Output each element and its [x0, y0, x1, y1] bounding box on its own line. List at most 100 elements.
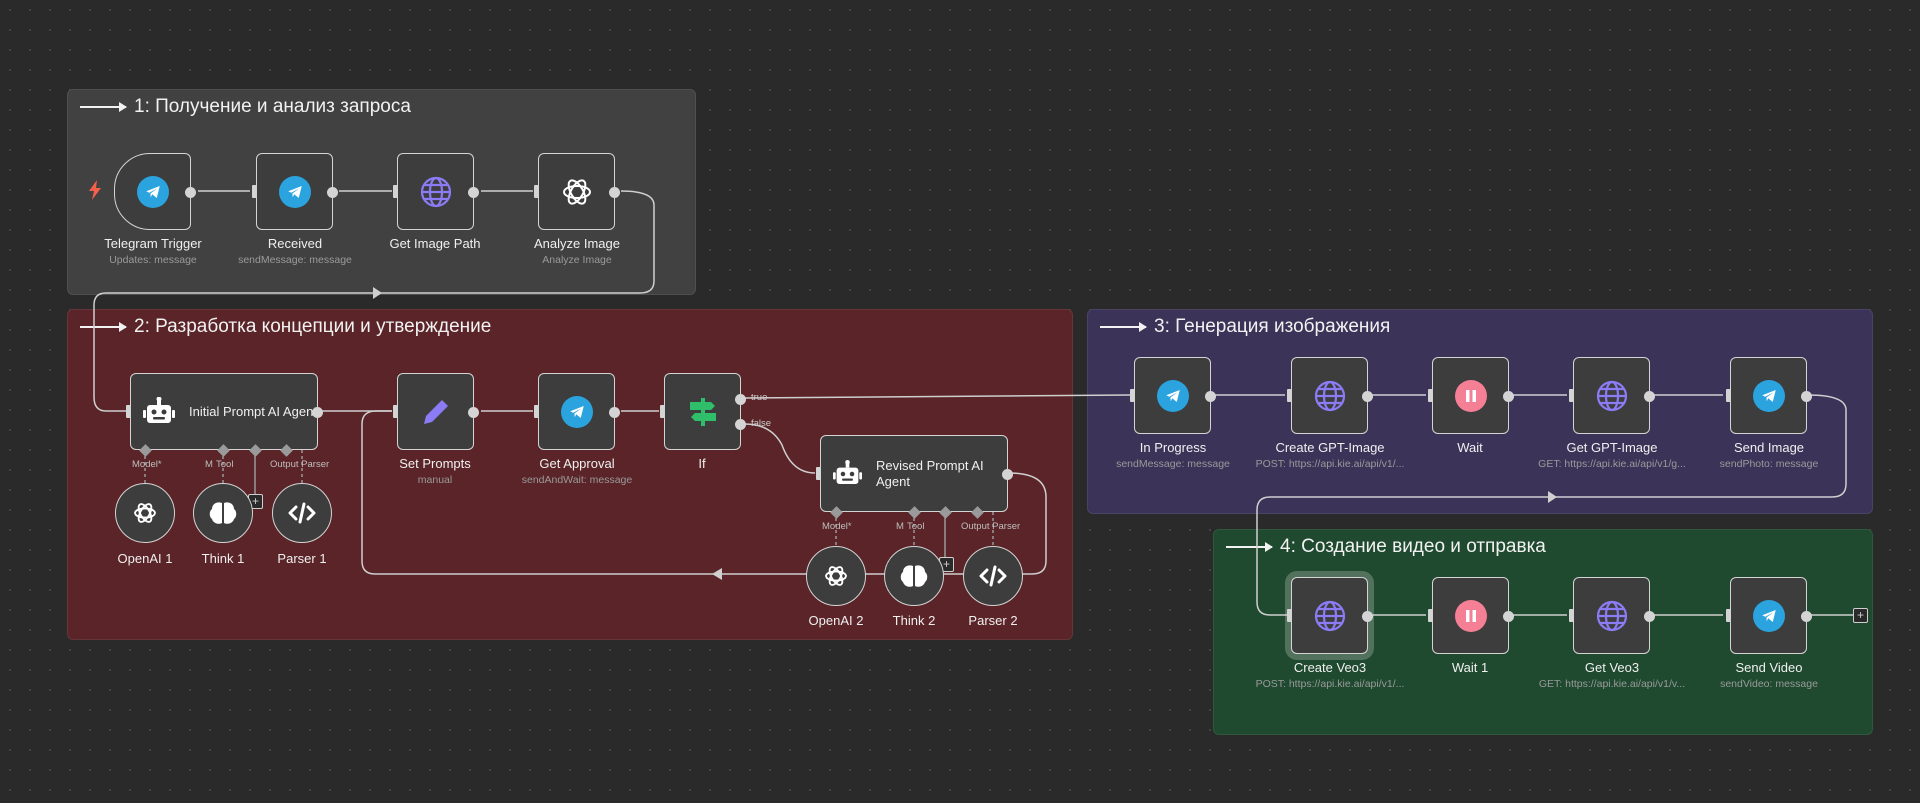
group-1-title: 1: Получение и анализ запроса	[80, 96, 411, 118]
output-port[interactable]	[1205, 391, 1216, 402]
input-port[interactable]	[1287, 609, 1292, 622]
input-port[interactable]	[1428, 389, 1433, 402]
input-port[interactable]	[252, 185, 257, 198]
output-port[interactable]	[1801, 391, 1812, 402]
node-subtitle: Analyze Image	[542, 254, 612, 266]
node-in-progress[interactable]	[1130, 357, 1216, 434]
openai-icon	[562, 178, 591, 205]
input-port[interactable]	[126, 405, 131, 418]
input-port[interactable]	[534, 405, 539, 418]
node-wait[interactable]	[1428, 357, 1514, 434]
output-port[interactable]	[609, 407, 620, 418]
input-port[interactable]	[393, 405, 398, 418]
input-port[interactable]	[1569, 609, 1574, 622]
node-subtitle: POST: https://api.kie.ai/api/v1/...	[1255, 678, 1405, 690]
port-label-tool: Tool	[216, 459, 234, 470]
node-label: Send Image	[1733, 440, 1805, 455]
node-label: Get Image Path	[389, 236, 481, 251]
node-get-approval[interactable]	[534, 373, 620, 450]
arrowhead-icon	[1548, 491, 1557, 503]
node-get-veo3[interactable]	[1569, 577, 1655, 654]
globe-icon	[420, 176, 451, 207]
node-create-veo3[interactable]	[1287, 577, 1373, 654]
output-port[interactable]	[1503, 611, 1514, 622]
subnode-parser-2[interactable]	[963, 546, 1023, 606]
signpost-icon	[689, 397, 716, 426]
node-label: Get GPT-Image	[1566, 440, 1658, 455]
output-port[interactable]	[609, 187, 620, 198]
add-node-button[interactable]: +	[1853, 608, 1868, 623]
input-port[interactable]	[393, 185, 398, 198]
wire-sendimage-createveo	[1256, 394, 1847, 616]
port-label-output: Output Parser	[961, 521, 1021, 532]
input-port[interactable]	[1569, 389, 1574, 402]
group-4-title: 4: Создание видео и отправка	[1226, 536, 1546, 558]
node-label: Send Video	[1735, 660, 1803, 675]
input-port[interactable]	[1130, 389, 1135, 402]
input-port[interactable]	[660, 405, 665, 418]
telegram-icon	[1156, 379, 1189, 412]
input-port[interactable]	[1726, 389, 1731, 402]
node-received[interactable]	[252, 153, 338, 230]
node-label: Parser 2	[968, 613, 1018, 628]
output-port[interactable]	[312, 407, 323, 418]
false-branch-label: false	[751, 418, 772, 429]
output-port[interactable]	[1644, 611, 1655, 622]
node-get-gpt-image[interactable]	[1569, 357, 1655, 434]
node-if[interactable]	[660, 373, 746, 450]
node-label: Analyze Image	[534, 236, 620, 251]
output-port[interactable]	[1362, 391, 1373, 402]
output-port[interactable]	[327, 187, 338, 198]
output-port[interactable]	[468, 407, 479, 418]
output-port[interactable]	[1503, 391, 1514, 402]
subnode-openai-1[interactable]	[115, 483, 175, 543]
false-port[interactable]	[735, 419, 746, 430]
subnode-openai-2[interactable]	[806, 546, 866, 606]
port-label-memory: M	[205, 459, 213, 470]
node-initial-prompt-agent[interactable]: Initial Prompt AI Agent	[126, 373, 323, 450]
input-port[interactable]	[816, 467, 821, 480]
subnode-think-1[interactable]	[193, 483, 253, 543]
openai-icon	[134, 503, 156, 523]
true-branch-label: true	[751, 392, 768, 403]
input-port[interactable]	[534, 185, 539, 198]
subnode-parser-1[interactable]	[272, 483, 332, 543]
node-set-prompts[interactable]	[393, 373, 479, 450]
node-label: If	[698, 456, 706, 471]
output-port[interactable]	[1362, 611, 1373, 622]
port-label-model: Model*	[822, 521, 852, 532]
input-port[interactable]	[1726, 609, 1731, 622]
node-analyze-image[interactable]	[534, 153, 620, 230]
port-label-model: Model*	[132, 459, 162, 470]
node-label: Parser 1	[277, 551, 327, 566]
node-send-video[interactable]	[1726, 577, 1812, 654]
input-port[interactable]	[1428, 609, 1433, 622]
node-revised-prompt-agent[interactable]: Revised Prompt AI Agent	[816, 435, 1013, 512]
node-label: Wait	[1457, 440, 1483, 455]
true-port[interactable]	[735, 394, 746, 405]
telegram-icon	[1752, 599, 1785, 632]
output-port[interactable]	[1002, 469, 1013, 480]
subnode-think-2[interactable]	[884, 546, 944, 606]
arrow-right-icon	[1100, 322, 1147, 332]
output-port[interactable]	[185, 187, 196, 198]
code-icon	[288, 502, 316, 524]
port-label-tool: Tool	[907, 521, 925, 532]
node-wait-1[interactable]	[1428, 577, 1514, 654]
openai-icon	[825, 566, 847, 586]
node-send-image[interactable]	[1726, 357, 1812, 434]
globe-icon	[1596, 380, 1627, 411]
output-port[interactable]	[1801, 611, 1812, 622]
output-port[interactable]	[1644, 391, 1655, 402]
wire-if-true	[744, 394, 1131, 399]
node-telegram-trigger[interactable]	[114, 153, 196, 230]
input-port[interactable]	[1287, 389, 1292, 402]
node-get-image-path[interactable]	[393, 153, 479, 230]
node-create-gpt-image[interactable]	[1287, 357, 1373, 434]
node-subtitle: sendMessage: message	[238, 254, 352, 266]
node-subtitle: Updates: message	[109, 254, 197, 266]
node-label: Received	[267, 236, 323, 251]
output-port[interactable]	[468, 187, 479, 198]
node-subtitle: sendVideo: message	[1720, 678, 1818, 690]
